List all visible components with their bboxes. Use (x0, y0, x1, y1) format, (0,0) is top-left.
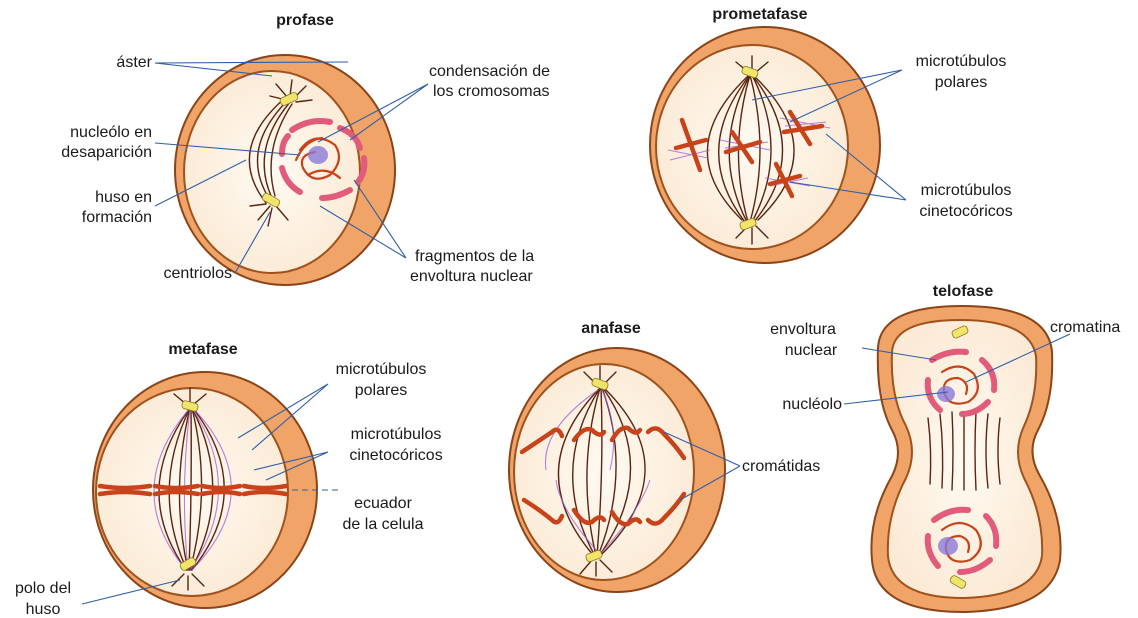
label-nucleolo-telofase: nucléolo (782, 395, 842, 415)
label-condensacion-line1: condensación de (429, 62, 550, 82)
anafase-title: anafase (581, 319, 641, 339)
label-huso-line2: formación (82, 208, 152, 228)
label-nucleolo-line1: nucleólo en (70, 123, 152, 143)
label-centriolos: centriolos (164, 264, 232, 284)
label-envoltura-line1: envoltura (770, 320, 836, 340)
prometafase-cell (650, 27, 906, 263)
label-aster: áster (116, 53, 152, 73)
anafase-cell (509, 348, 740, 592)
label-meta-cinetocoricos-line1: microtúbulos (351, 425, 442, 445)
label-prometa-cinetocoricos-line2: cinetocóricos (919, 202, 1012, 222)
label-envoltura-line2: nuclear (785, 341, 837, 361)
telofase-cell (844, 306, 1070, 612)
label-prometa-cinetocoricos-line1: microtúbulos (921, 181, 1012, 201)
prometafase-title: prometafase (712, 5, 807, 25)
label-cromatina: cromatina (1050, 318, 1120, 338)
label-prometa-polares-line1: microtúbulos (916, 52, 1007, 72)
label-ecuador-line2: de la celula (343, 515, 424, 535)
label-polo-line1: polo del (15, 579, 71, 599)
label-polo-line2: huso (26, 600, 61, 618)
profase-nucleolus (308, 146, 328, 164)
label-ecuador-line1: ecuador (354, 494, 412, 514)
label-meta-polares-line1: microtúbulos (336, 360, 427, 380)
label-meta-cinetocoricos-line2: cinetocóricos (349, 446, 442, 466)
label-meta-polares-line2: polares (355, 381, 407, 401)
telofase-title: telofase (933, 282, 993, 302)
label-fragmentos-line1: fragmentos de la (415, 247, 534, 267)
profase-title: profase (276, 11, 334, 31)
profase-cell (155, 55, 428, 285)
metafase-title: metafase (168, 340, 237, 360)
label-condensacion-line2: los cromosomas (433, 82, 549, 102)
metafase-cell (82, 372, 342, 608)
label-huso-line1: huso en (95, 188, 152, 208)
label-cromatidas: cromátidas (742, 457, 820, 477)
label-fragmentos-line2: envoltura nuclear (410, 267, 533, 287)
label-nucleolo-line2: desaparición (61, 143, 152, 163)
label-prometa-polares-line2: polares (935, 73, 987, 93)
